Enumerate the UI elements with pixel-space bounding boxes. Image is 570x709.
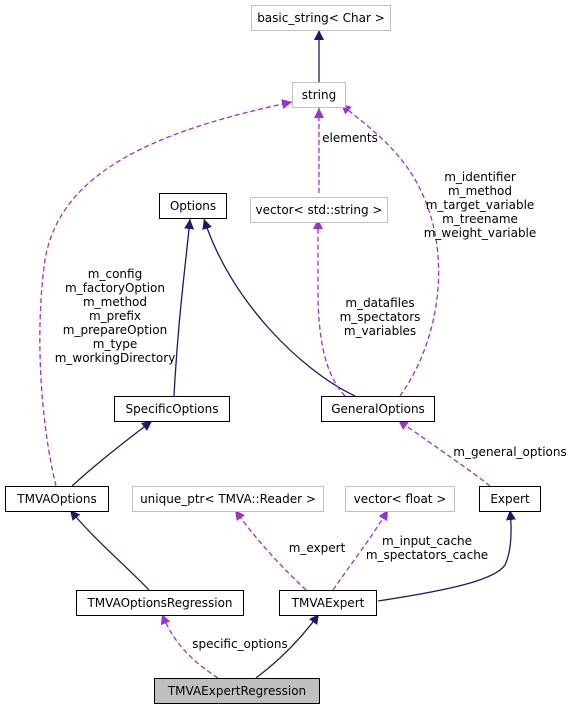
label-general-options-usage: m_general_options xyxy=(450,445,570,459)
edge-tmva-options-regression-tmva-options xyxy=(69,509,150,591)
node-tmva-expert[interactable]: TMVAExpert xyxy=(279,590,377,616)
label-specific-options-usage: specific_options xyxy=(188,637,292,651)
edge-tmva-expert-unique-ptr xyxy=(234,509,307,591)
edge-label-line: m_factoryOption xyxy=(65,281,165,295)
edge-label-line: m_general_options xyxy=(453,445,567,459)
edge-label-line: m_identifier xyxy=(444,170,516,184)
node-vector-string[interactable]: vector< std::string > xyxy=(250,197,388,223)
edge-tmva-options-string xyxy=(39,99,293,487)
edge-label-line: m_expert xyxy=(288,541,346,555)
label-elements: elements xyxy=(318,131,382,145)
edge-general-options-options xyxy=(202,218,356,397)
edge-label-line: specific_options xyxy=(192,637,288,651)
node-unique-ptr-reader[interactable]: unique_ptr< TMVA::Reader > xyxy=(132,486,324,512)
node-tmva-options-regression[interactable]: TMVAOptionsRegression xyxy=(76,590,244,616)
edge-tmva-expert-regression-tmva-options-regression xyxy=(160,613,219,679)
node-tmva-expert-regression: TMVAExpertRegression xyxy=(154,678,320,704)
node-basic-string[interactable]: basic_string< Char > xyxy=(251,5,391,31)
edge-label-line: m_method xyxy=(82,295,148,309)
edge-label-line: m_datafiles xyxy=(345,296,415,310)
node-tmva-options[interactable]: TMVAOptions xyxy=(5,486,109,512)
edge-label-line: elements xyxy=(322,131,378,145)
edge-tmva-expert-vector-float xyxy=(332,509,389,591)
node-options[interactable]: Options xyxy=(159,193,227,219)
edge-tmva-expert-expert xyxy=(377,509,516,602)
node-expert[interactable]: Expert xyxy=(479,486,541,512)
edge-label-line: m_treename xyxy=(442,212,518,226)
edge-expert-general-options xyxy=(397,419,491,487)
edge-label-line: m_target_variable xyxy=(425,198,535,212)
edge-label-line: m_prepareOption xyxy=(62,323,168,337)
edge-label-line: m_workingDirectory xyxy=(54,351,176,365)
edge-label-line: m_spectators xyxy=(339,310,421,324)
edge-general-options-vector-string xyxy=(313,219,346,397)
edge-label-line: m_weight_variable xyxy=(423,226,537,240)
edge-label-line: m_method xyxy=(447,184,513,198)
edge-label-line: m_input_cache xyxy=(381,534,473,548)
node-specific-options[interactable]: SpecificOptions xyxy=(114,396,230,422)
edge-label-line: m_type xyxy=(92,337,138,351)
edge-general-options-string xyxy=(340,103,440,397)
label-expert-reader: m_expert xyxy=(284,541,350,555)
node-string[interactable]: string xyxy=(292,82,346,108)
edge-label-line: m_variables xyxy=(343,324,417,338)
edge-specific-options-options xyxy=(173,218,195,397)
edge-label-line: m_config xyxy=(87,267,143,281)
node-vector-float[interactable]: vector< float > xyxy=(345,486,455,512)
edge-tmva-options-specific-options xyxy=(71,420,153,487)
node-general-options[interactable]: GeneralOptions xyxy=(321,396,435,422)
edge-label-line: m_prefix xyxy=(88,309,142,323)
edge-tmva-expert-regression-tmva-expert xyxy=(255,613,320,679)
edge-label-line: m_spectators_cache xyxy=(365,548,489,562)
